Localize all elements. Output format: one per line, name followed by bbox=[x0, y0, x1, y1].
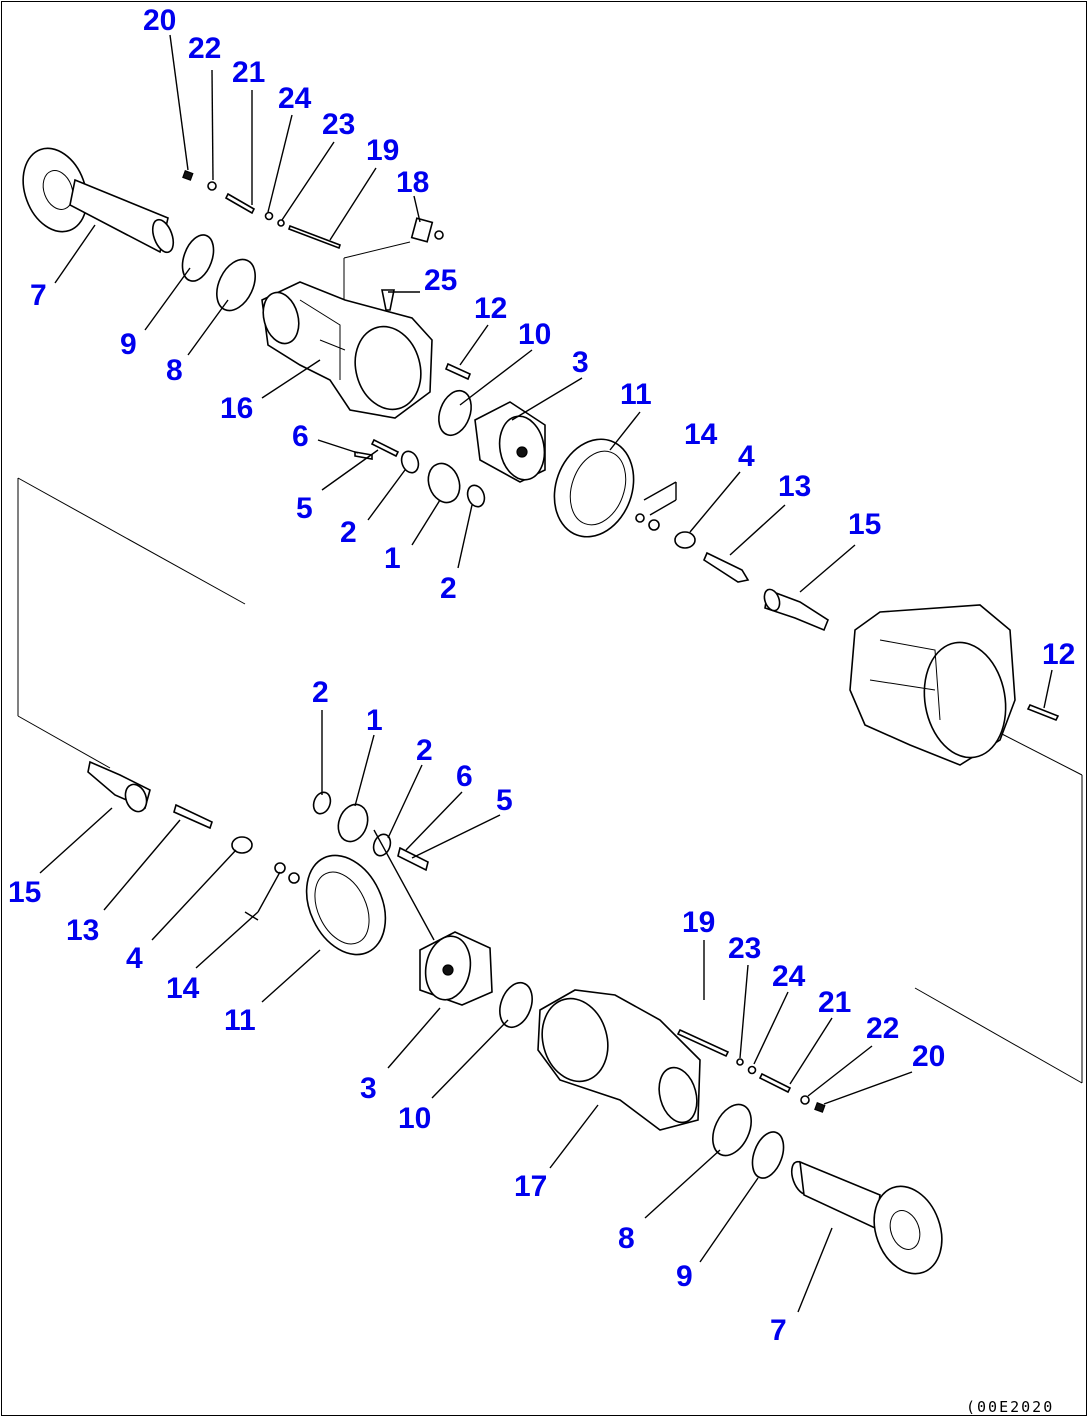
callout-23-upper: 23 bbox=[322, 108, 355, 141]
callout-2-lower-b: 2 bbox=[416, 734, 433, 767]
callout-5-lower: 5 bbox=[496, 784, 513, 817]
callout-6-upper: 6 bbox=[292, 420, 309, 453]
callout-6-lower: 6 bbox=[456, 760, 473, 793]
callout-17: 17 bbox=[514, 1170, 547, 1203]
callout-12-right: 12 bbox=[1042, 638, 1075, 671]
callout-11-upper: 11 bbox=[620, 378, 652, 411]
callout-4-upper: 4 bbox=[738, 440, 755, 473]
axle-shaft-upper bbox=[22, 147, 175, 254]
ring-gear-lower bbox=[305, 854, 387, 956]
differential-case-upper bbox=[474, 401, 546, 483]
callout-21-lower: 21 bbox=[818, 986, 851, 1019]
seal-lower bbox=[751, 1131, 785, 1179]
callout-1-upper: 1 bbox=[384, 542, 401, 575]
callout-15-lower: 15 bbox=[8, 876, 41, 909]
callout-10-upper: 10 bbox=[518, 318, 551, 351]
callout-13-lower: 13 bbox=[66, 914, 99, 947]
ring-gear-upper bbox=[553, 438, 635, 538]
callout-8-lower: 8 bbox=[618, 1222, 635, 1255]
axle-housing-lower bbox=[537, 989, 701, 1131]
callout-21-upper: 21 bbox=[232, 56, 265, 89]
callout-24-upper: 24 bbox=[278, 82, 312, 115]
callout-14-lower: 14 bbox=[166, 972, 200, 1005]
callout-3-lower: 3 bbox=[360, 1072, 377, 1105]
callout-7-upper: 7 bbox=[30, 279, 47, 312]
hardware-lower bbox=[676, 1028, 826, 1113]
hardware-upper bbox=[182, 170, 444, 311]
callout-16: 16 bbox=[220, 392, 253, 425]
callout-13-upper: 13 bbox=[778, 470, 811, 503]
seal-upper bbox=[181, 234, 215, 282]
callout-20-lower: 20 bbox=[912, 1040, 945, 1073]
callout-8-upper: 8 bbox=[166, 354, 183, 387]
thrust-washer-upper bbox=[438, 389, 472, 437]
callout-2-upper-b: 2 bbox=[440, 572, 457, 605]
bearing-upper bbox=[216, 258, 256, 312]
callout-20-upper: 20 bbox=[143, 4, 176, 37]
callout-labels: 20 22 21 24 23 19 18 25 7 9 8 16 12 10 3… bbox=[8, 4, 1075, 1347]
pinion-upper bbox=[763, 588, 829, 632]
lower-assembly bbox=[87, 760, 943, 1275]
pinion-lower bbox=[87, 760, 151, 813]
callout-22-lower: 22 bbox=[866, 1012, 899, 1045]
callout-23-lower: 23 bbox=[728, 932, 761, 965]
callout-9-upper: 9 bbox=[120, 328, 137, 361]
thrust-washer-lower bbox=[499, 981, 533, 1029]
callout-9-lower: 9 bbox=[676, 1260, 693, 1293]
carrier-housing bbox=[849, 604, 1016, 766]
callout-10-lower: 10 bbox=[398, 1102, 431, 1135]
callout-18: 18 bbox=[396, 166, 429, 199]
pin-upper bbox=[444, 362, 472, 381]
callout-4-lower: 4 bbox=[126, 942, 143, 975]
differential-case-lower bbox=[419, 931, 493, 1006]
callout-22-upper: 22 bbox=[188, 32, 221, 65]
bearing-lower bbox=[712, 1103, 752, 1157]
reference-lines bbox=[17, 241, 1083, 1084]
callout-2-upper-a: 2 bbox=[340, 516, 357, 549]
leader-lines bbox=[39, 34, 1053, 1313]
callout-2-lower-a: 2 bbox=[312, 676, 329, 709]
callout-15-upper: 15 bbox=[848, 508, 881, 541]
callout-19-lower: 19 bbox=[682, 906, 715, 939]
axle-housing-upper bbox=[261, 281, 433, 419]
callout-1-lower: 1 bbox=[366, 704, 383, 737]
callout-24-lower: 24 bbox=[772, 960, 806, 993]
callout-12-upper: 12 bbox=[474, 292, 507, 325]
callout-11-lower: 11 bbox=[224, 1004, 256, 1037]
callout-3-upper: 3 bbox=[572, 346, 589, 379]
axle-shaft-lower bbox=[790, 1160, 943, 1275]
callout-5-upper: 5 bbox=[296, 492, 313, 525]
callout-7-lower: 7 bbox=[770, 1314, 787, 1347]
callout-14-upper: 14 bbox=[684, 418, 718, 451]
drawing-code: (00E2020 bbox=[966, 1398, 1054, 1416]
callout-19-upper: 19 bbox=[366, 134, 399, 167]
callout-25: 25 bbox=[424, 264, 457, 297]
upper-assembly bbox=[22, 147, 1060, 766]
